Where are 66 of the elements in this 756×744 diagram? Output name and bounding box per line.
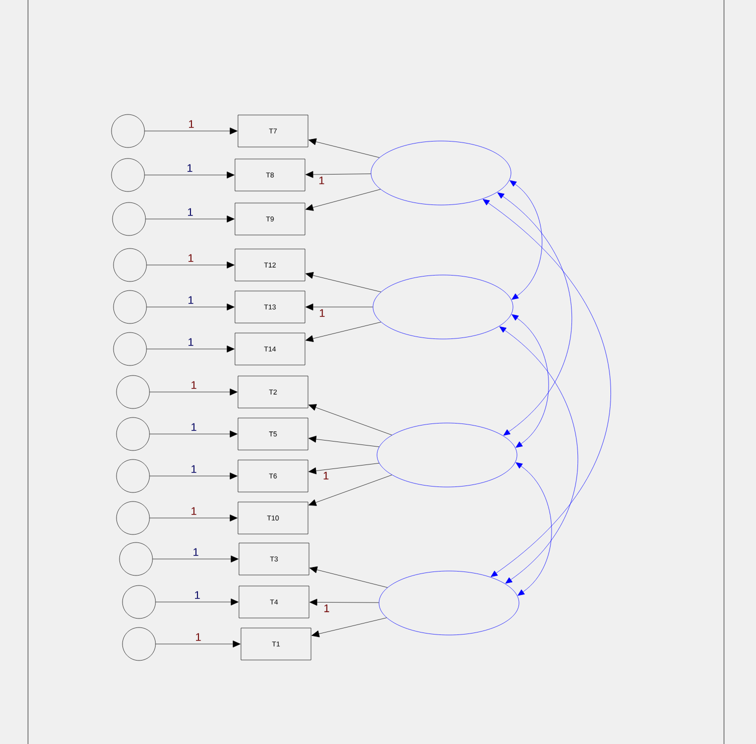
error-circle — [119, 542, 153, 576]
path-coefficient: 1 — [189, 120, 194, 128]
arrow — [146, 304, 234, 310]
error-circle — [111, 114, 145, 148]
path-coefficient: 1 — [188, 164, 192, 172]
arrow — [150, 430, 238, 438]
arrow — [150, 472, 238, 480]
arrow — [305, 189, 381, 211]
arrow — [146, 346, 234, 352]
latent-ellipse — [370, 140, 512, 206]
error-circle — [113, 290, 147, 324]
error-circle — [112, 202, 146, 236]
arrow — [306, 304, 373, 310]
arrow — [306, 171, 372, 178]
error-circle — [113, 332, 147, 366]
error-circle — [122, 585, 156, 619]
path-coefficient: 1 — [324, 604, 330, 612]
error-circle — [116, 375, 150, 409]
arrow — [311, 618, 387, 638]
error-circle — [111, 158, 145, 192]
covariance-arrow — [499, 326, 578, 584]
path-coefficient: 1 — [196, 633, 201, 641]
arrow — [309, 566, 388, 588]
arrow — [310, 598, 379, 606]
arrow — [308, 436, 380, 447]
path-coefficient: 1 — [188, 208, 193, 216]
covariance-arrow — [497, 192, 572, 436]
error-circle — [116, 417, 150, 451]
arrow — [306, 322, 382, 342]
covariance-arrow — [512, 314, 549, 448]
arrow — [308, 138, 380, 158]
path-coefficient: 1 — [192, 507, 196, 515]
path-coefficient: 1 — [194, 548, 198, 556]
arrow — [144, 128, 238, 134]
error-circle — [113, 248, 147, 282]
arrow — [150, 514, 238, 522]
error-circle — [116, 459, 150, 493]
path-coefficient: 1 — [192, 423, 196, 431]
arrow — [144, 172, 234, 178]
path-coefficient: 1 — [195, 591, 200, 599]
arrow — [308, 474, 392, 506]
path-coefficient: 1 — [188, 296, 194, 304]
arrow — [152, 556, 238, 562]
latent-ellipse — [378, 570, 520, 636]
path-coefficient: 1 — [324, 472, 328, 480]
arrow — [306, 272, 382, 292]
covariance-arrow — [482, 199, 611, 577]
error-circle — [122, 627, 156, 661]
path-coefficient: 1 — [192, 381, 196, 389]
arrow — [146, 216, 234, 222]
path-coefficient: 1 — [188, 338, 194, 346]
error-circle — [116, 501, 150, 535]
covariance-arrow — [510, 180, 542, 300]
path-coefficient: 1 — [188, 254, 194, 262]
latent-ellipse — [372, 274, 514, 340]
arrow — [146, 262, 234, 268]
arrow — [156, 598, 238, 606]
path-coefficient: 1 — [319, 176, 324, 184]
latent-ellipse — [376, 422, 518, 488]
path-coefficient: 1 — [320, 309, 325, 317]
arrow — [308, 463, 380, 474]
path-coefficient: 1 — [192, 465, 196, 473]
arrow — [156, 640, 240, 648]
covariance-arrow — [516, 462, 552, 596]
arrow — [150, 388, 238, 396]
arrow — [308, 404, 392, 436]
